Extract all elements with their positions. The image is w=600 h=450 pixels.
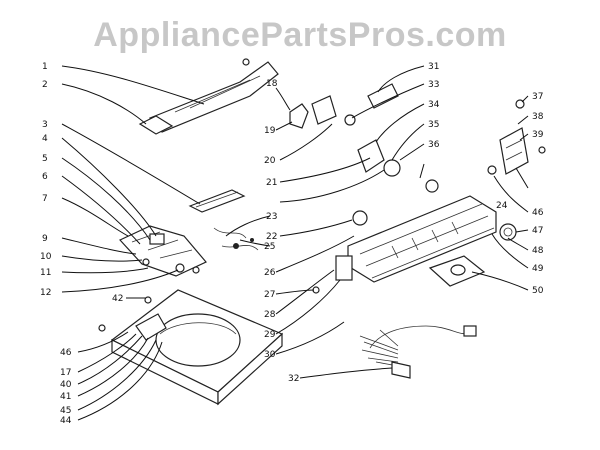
- timer-knob: [425, 179, 439, 193]
- callout-label: 36: [428, 140, 440, 150]
- leader-lines: [61, 65, 529, 421]
- callout-label: 44: [60, 416, 72, 426]
- callout-label: 26: [264, 268, 276, 278]
- part-drawings: [98, 58, 546, 406]
- callout-label: 40: [60, 380, 72, 390]
- callout-label: 27: [264, 290, 275, 300]
- callout-label: 46: [60, 348, 72, 358]
- callout-label: 31: [428, 62, 439, 72]
- callout-label: 42: [112, 294, 123, 304]
- callout-label: 49: [532, 264, 544, 274]
- callout-label: 23: [266, 212, 277, 222]
- rotary-switch: [352, 210, 368, 226]
- selector-switch: [499, 127, 529, 175]
- callout-label: 34: [428, 100, 440, 110]
- lid-switch: [135, 313, 167, 341]
- callout-label: 30: [264, 350, 276, 360]
- callout-label: 17: [60, 368, 71, 378]
- callout-label: 10: [40, 252, 52, 262]
- callout-label: 45: [60, 406, 71, 416]
- callout-label: 19: [264, 126, 276, 136]
- motor-bracket: [357, 139, 385, 173]
- callout-label: 11: [40, 268, 51, 278]
- callout-label: 1: [42, 62, 48, 72]
- callout-label: 4: [42, 134, 48, 144]
- callout-label: 28: [264, 310, 276, 320]
- callout-label: 5: [42, 154, 48, 164]
- switch: [149, 233, 165, 245]
- callout-label: 6: [42, 172, 48, 182]
- watermark: AppliancePartsPros.com: [93, 16, 507, 54]
- callout-label: 2: [42, 80, 48, 90]
- callout-label: 9: [42, 234, 48, 244]
- tub-opening: [155, 313, 241, 367]
- callout-labels: 1 2 3 4 5 6 7 9 10 11 12 42 46 17 40 41 …: [40, 62, 544, 426]
- timer: [383, 159, 401, 177]
- knob: [344, 114, 356, 126]
- terminal-block: [335, 255, 353, 281]
- callout-label: 32: [288, 374, 299, 384]
- callout-label: 3: [42, 120, 48, 130]
- callout-label: 50: [532, 286, 544, 296]
- timer-switch: [289, 103, 309, 129]
- callout-label: 20: [264, 156, 276, 166]
- callout-label: 18: [266, 79, 278, 89]
- bracket: [138, 115, 174, 135]
- callout-label: 29: [264, 330, 276, 340]
- callout-label: 33: [428, 80, 439, 90]
- callout-label: 38: [532, 112, 544, 122]
- screw: [242, 58, 250, 66]
- wire-harness: [359, 325, 477, 379]
- callout-label: 39: [532, 130, 544, 140]
- callout-label: 37: [532, 92, 543, 102]
- callout-label: 41: [60, 392, 71, 402]
- callout-label: 12: [40, 288, 51, 298]
- lower-trim: [188, 189, 246, 213]
- screw: [192, 266, 200, 274]
- screw: [142, 258, 150, 266]
- callout-label: 47: [532, 226, 543, 236]
- control-knob: [499, 223, 517, 241]
- callout-label: 7: [42, 194, 48, 204]
- callout-label: 25: [264, 242, 275, 252]
- callout-label: 46: [532, 208, 544, 218]
- callout-label: 21: [266, 178, 277, 188]
- callout-label: 24: [496, 201, 508, 211]
- callout-label: 22: [266, 232, 277, 242]
- callout-label: 48: [532, 246, 544, 256]
- callout-label: 35: [428, 120, 439, 130]
